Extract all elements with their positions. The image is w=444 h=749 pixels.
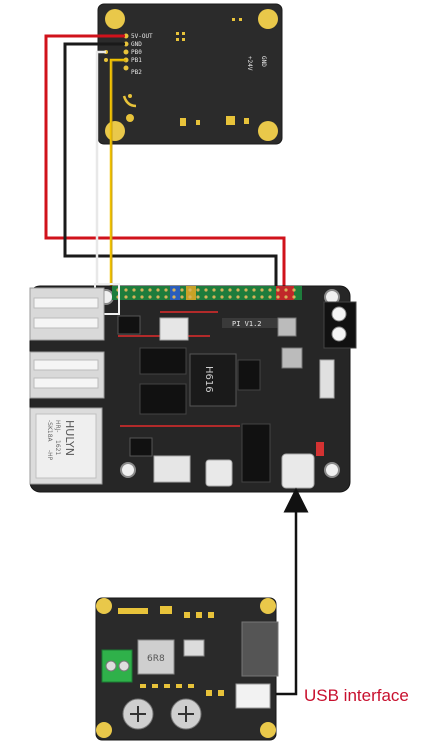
fan-header bbox=[129, 437, 153, 457]
mounting-hole bbox=[258, 121, 278, 141]
wire-5v bbox=[44, 34, 286, 296]
usb-c-port bbox=[205, 459, 233, 487]
soc-label: H616 bbox=[203, 366, 214, 393]
inductor bbox=[281, 347, 303, 369]
mounting-hole bbox=[258, 9, 278, 29]
usb-interface-callout: USB interface bbox=[266, 487, 409, 705]
usb-c-power-port bbox=[281, 453, 315, 489]
fpc-connector bbox=[319, 359, 335, 399]
fan-header bbox=[117, 315, 141, 335]
ethernet-label-line-1: HRJ- bbox=[54, 420, 61, 432]
ic bbox=[183, 639, 205, 657]
power-module: 6R8 bbox=[95, 597, 279, 741]
inductor bbox=[277, 317, 297, 337]
main-board: HULYN HRJ- 1621 -SK18A -HP H616 PI V1.2 bbox=[29, 283, 357, 493]
pin-label-5v-out: 5V-OUT bbox=[131, 33, 153, 40]
ethernet-label-line-2: 1621 bbox=[54, 440, 61, 455]
mounting-hole bbox=[260, 598, 276, 614]
board-model-label: PI V1.2 bbox=[232, 320, 262, 328]
side-label-gnd: GND bbox=[260, 56, 267, 67]
usb-port-stack bbox=[29, 287, 105, 399]
audio-jack bbox=[241, 423, 271, 483]
usb-a-port bbox=[235, 683, 271, 709]
inductor bbox=[137, 639, 175, 675]
relay-module: 5V-OUT GND PB0 PB1 PB2 +24V GND bbox=[97, 3, 283, 145]
wire-pb1-shadow bbox=[111, 60, 126, 300]
pin-label-pb2: PB2 bbox=[131, 69, 142, 76]
power-module-components bbox=[118, 606, 224, 696]
mounting-hole bbox=[120, 462, 136, 478]
memory-chip bbox=[139, 383, 187, 415]
pin-label-pb0: PB0 bbox=[131, 49, 142, 56]
jst-connector bbox=[153, 455, 191, 483]
mounting-hole bbox=[260, 722, 276, 738]
pin-label-gnd: GND bbox=[131, 41, 142, 48]
side-label-24v: +24V bbox=[246, 56, 253, 71]
soc-chip bbox=[189, 353, 237, 407]
mounting-hole bbox=[96, 598, 112, 614]
mounting-hole bbox=[105, 121, 125, 141]
usb-interface-label: USB interface bbox=[304, 686, 409, 705]
wire-gnd bbox=[63, 42, 278, 296]
pin-label-pb1: PB1 bbox=[131, 57, 142, 64]
ethernet-label-line-4: -HP bbox=[46, 450, 53, 461]
ethernet-jack: HULYN HRJ- 1621 -SK18A -HP bbox=[29, 407, 103, 485]
led-indicator bbox=[316, 442, 324, 456]
ethernet-brand: HULYN bbox=[63, 420, 76, 456]
mounting-hole bbox=[324, 462, 340, 478]
gpio-header bbox=[112, 286, 302, 300]
memory-chip bbox=[237, 359, 261, 391]
mounting-hole bbox=[105, 9, 125, 29]
mounting-hole bbox=[96, 722, 112, 738]
usb-connector bbox=[241, 621, 279, 677]
power-inductor-label: 6R8 bbox=[147, 654, 165, 664]
jst-connector bbox=[159, 317, 189, 341]
memory-chip bbox=[139, 347, 187, 375]
module-components bbox=[122, 18, 249, 126]
ethernet-label-line-3: -SK18A bbox=[46, 420, 53, 443]
